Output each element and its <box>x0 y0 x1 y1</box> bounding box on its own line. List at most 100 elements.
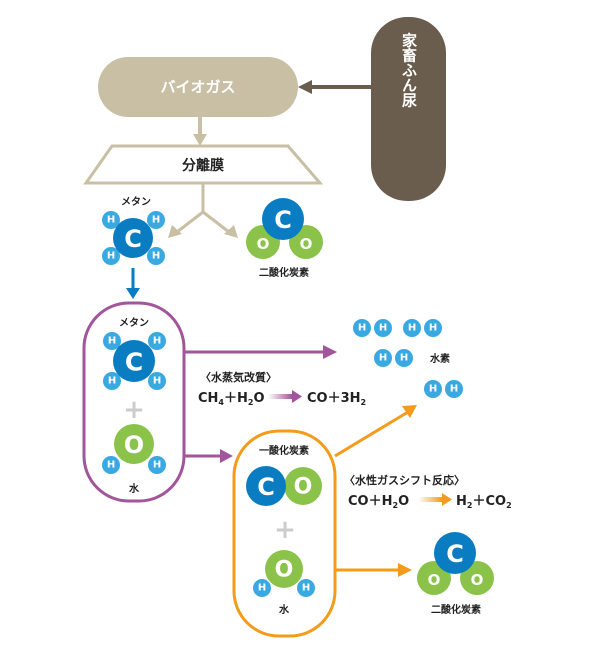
svg-text:H: H <box>108 376 116 387</box>
oxygen-atom <box>284 467 322 505</box>
hydrogen-atom <box>297 579 315 597</box>
plus-sign-2: + <box>274 515 296 545</box>
livestock-manure-box <box>371 17 446 201</box>
svg-text:H: H <box>152 251 160 262</box>
svg-text:H: H <box>379 323 387 334</box>
svg-text:C: C <box>125 348 143 377</box>
hydrogen-atom <box>374 349 392 367</box>
methane-box-label: メタン <box>119 317 149 329</box>
co2-top-label: 二酸化炭素 <box>259 266 309 279</box>
svg-text:O: O <box>275 558 294 583</box>
methane-top-label: メタン <box>121 196 151 208</box>
reforming-equation-right: CO＋3H2 <box>307 391 366 407</box>
reforming-arrow-head <box>292 390 302 403</box>
svg-text:O: O <box>300 235 313 253</box>
methane-molecule-top: H H H H C <box>102 211 165 265</box>
svg-text:H: H <box>400 353 408 364</box>
shift-equation-right: H2＋CO2 <box>456 494 512 510</box>
split-right-line <box>202 210 230 234</box>
svg-text:H: H <box>107 460 115 471</box>
livestock-manure-label: 家畜ふん尿 <box>400 32 418 109</box>
svg-text:H: H <box>450 384 458 395</box>
arrow-up-to-hydrogen-head <box>402 405 417 418</box>
arrow-up-to-hydrogen-line <box>334 410 409 458</box>
hydrogen-molecules: H H H H H H H H <box>353 319 463 398</box>
arrow-biogas-to-membrane-head <box>193 134 207 146</box>
svg-text:O: O <box>124 431 144 459</box>
plus-sign: + <box>123 395 145 425</box>
biogas-box <box>98 57 298 117</box>
co2-bottom-label: 二酸化炭素 <box>431 603 481 616</box>
water-molecule-box: O H H <box>102 424 166 474</box>
co-box-label: 一酸化炭素 <box>259 444 309 457</box>
svg-text:O: O <box>471 571 484 589</box>
hydrogen-atom <box>148 456 166 474</box>
svg-text:H: H <box>153 336 161 347</box>
methane-molecule-box: H H H H C <box>103 332 166 390</box>
co2-molecule-top: O O C <box>246 198 323 259</box>
hydrogen-atom <box>403 319 421 337</box>
hydrogen-atom <box>103 332 121 350</box>
hydrogen-atom <box>253 579 271 597</box>
hydrogen-atom <box>424 319 442 337</box>
carbon-atom <box>113 340 155 382</box>
hydrogen-atom <box>395 349 413 367</box>
arrow-methane-down-head <box>126 288 140 299</box>
svg-text:O: O <box>294 475 313 500</box>
svg-text:O: O <box>428 571 441 589</box>
svg-text:C: C <box>257 473 275 501</box>
hydrogen-atom <box>102 211 120 229</box>
membrane-label: 分離膜 <box>182 157 224 174</box>
shift-equation-left: CO＋H2O <box>348 494 409 510</box>
hydrogen-atom <box>102 247 120 265</box>
svg-text:C: C <box>446 540 464 568</box>
svg-text:C: C <box>124 225 142 253</box>
hydrogen-atom <box>445 380 463 398</box>
hydrogen-label: 水素 <box>429 352 450 365</box>
reforming-equation-left: CH4＋H2O <box>198 391 265 407</box>
arrow-manure-to-biogas-head <box>298 80 312 94</box>
reforming-arrow-shaft <box>268 394 292 399</box>
svg-text:H: H <box>107 215 115 226</box>
oxygen-atom <box>265 550 303 588</box>
hydrogen-atom <box>147 247 165 265</box>
hydrogen-atom <box>353 319 371 337</box>
oxygen-atom <box>460 561 494 595</box>
arrow-to-co-capsule-head <box>220 449 233 463</box>
biogas-label: バイオガス <box>160 78 235 96</box>
svg-text:H: H <box>429 384 437 395</box>
svg-text:H: H <box>258 583 266 594</box>
arrow-to-co2-head <box>398 563 412 577</box>
hydrogen-atom <box>102 456 120 474</box>
split-right-head <box>224 225 238 238</box>
hydrogen-atom <box>148 332 166 350</box>
carbon-atom <box>434 532 476 574</box>
hydrogen-atom <box>103 372 121 390</box>
water-molecule-box2: O H H <box>253 550 315 597</box>
co2-molecule-bottom: O O C <box>417 532 494 595</box>
svg-text:H: H <box>153 460 161 471</box>
shift-arrow-head <box>442 493 452 506</box>
split-left-line <box>176 210 204 234</box>
svg-text:H: H <box>107 251 115 262</box>
water-box-label: 水 <box>128 482 140 495</box>
svg-text:H: H <box>358 323 366 334</box>
methane-water-capsule <box>82 301 186 503</box>
svg-text:H: H <box>408 323 416 334</box>
steam-reforming-label: 〈水蒸気改質〉 <box>200 370 277 384</box>
carbon-atom <box>113 218 153 258</box>
split-left-head <box>168 225 182 238</box>
co-molecule: O C <box>246 466 322 506</box>
hydrogen-atom <box>148 372 166 390</box>
svg-text:H: H <box>302 583 310 594</box>
membrane-shape <box>83 144 324 185</box>
svg-text:H: H <box>108 336 116 347</box>
shift-arrow-shaft <box>418 497 442 502</box>
svg-text:H: H <box>153 376 161 387</box>
oxygen-atom <box>114 424 154 464</box>
hydrogen-atom <box>424 380 442 398</box>
svg-text:H: H <box>379 353 387 364</box>
hydrogen-atom <box>147 211 165 229</box>
